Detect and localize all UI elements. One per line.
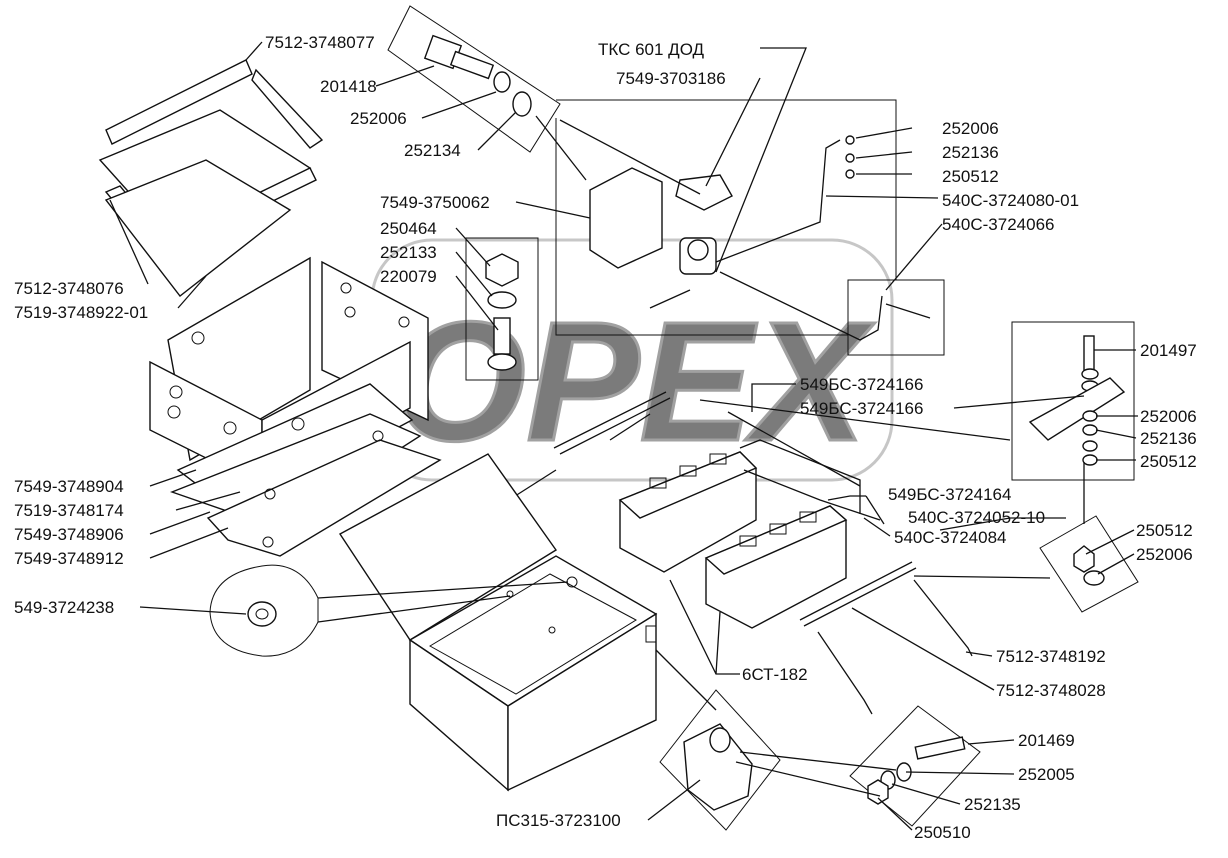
clamp-rods xyxy=(511,289,973,715)
label-252006-r3: 252006 xyxy=(1136,545,1193,564)
label-201497: 201497 xyxy=(1140,341,1197,360)
label-7512-3748028: 7512-3748028 xyxy=(996,681,1106,700)
label-549bc-3724166-b: 549БС-3724166 xyxy=(800,399,923,418)
label-250512-r1: 250512 xyxy=(942,167,999,186)
label-7549-3748906: 7549-3748906 xyxy=(14,525,124,544)
battery-tray xyxy=(149,256,442,557)
grommet-detail xyxy=(209,564,569,657)
label-7512-3748076: 7512-3748076 xyxy=(14,279,124,298)
watermark: OPEX xyxy=(370,238,894,482)
label-252006-top: 252006 xyxy=(350,109,407,128)
label-pc315-3723100: ПС315-3723100 xyxy=(496,811,621,830)
label-tks-601-dod: ТКС 601 ДОД xyxy=(598,40,705,59)
part-labels: 7512-3748077 201418 252006 252134 ТКС 60… xyxy=(14,33,1197,842)
label-252134: 252134 xyxy=(404,141,461,160)
label-540c-3724052-10: 540С-3724052-10 xyxy=(908,508,1045,527)
label-549bc-3724166-a: 549БС-3724166 xyxy=(800,375,923,394)
switch-assembly xyxy=(535,99,945,356)
label-252136-r1: 252136 xyxy=(942,143,999,162)
bolt-group-top xyxy=(387,5,561,153)
label-201469: 201469 xyxy=(1018,731,1075,750)
label-7549-3748904: 7549-3748904 xyxy=(14,477,124,496)
label-252133: 252133 xyxy=(380,243,437,262)
label-549bc-3724164: 549БС-3724164 xyxy=(888,485,1011,504)
label-252135: 252135 xyxy=(964,795,1021,814)
label-540c-3724084: 540С-3724084 xyxy=(894,528,1006,547)
label-250510: 250510 xyxy=(914,823,971,842)
label-7519-3748174: 7519-3748174 xyxy=(14,501,124,520)
rubber-pads xyxy=(98,59,324,297)
label-220079: 220079 xyxy=(380,267,437,286)
label-6ct-182: 6СТ-182 xyxy=(742,665,808,684)
label-7549-3750062: 7549-3750062 xyxy=(380,193,490,212)
battery-switch xyxy=(655,649,981,831)
label-252005: 252005 xyxy=(1018,765,1075,784)
label-7549-3748912: 7549-3748912 xyxy=(14,549,124,568)
label-250512-r3: 250512 xyxy=(1136,521,1193,540)
label-540c-3724066: 540С-3724066 xyxy=(942,215,1054,234)
label-7549-3703186: 7549-3703186 xyxy=(616,69,726,88)
label-540c-3724080-01: 540С-3724080-01 xyxy=(942,191,1079,210)
label-250464: 250464 xyxy=(380,219,437,238)
label-549-3724238: 549-3724238 xyxy=(14,598,114,617)
terminal-box xyxy=(1011,321,1135,481)
battery-box xyxy=(338,453,658,792)
leader-lines xyxy=(109,41,1138,831)
label-250512-r2: 250512 xyxy=(1140,452,1197,471)
label-7512-3748077: 7512-3748077 xyxy=(265,33,375,52)
label-7512-3748192: 7512-3748192 xyxy=(996,647,1106,666)
label-7519-3748922-01: 7519-3748922-01 xyxy=(14,303,148,322)
label-252136-r2: 252136 xyxy=(1140,429,1197,448)
batteries xyxy=(618,399,1011,629)
nut-bolt-box xyxy=(465,237,539,381)
watermark-text: OPEX xyxy=(394,287,875,477)
label-252006-r2: 252006 xyxy=(1140,407,1197,426)
label-252006-r1: 252006 xyxy=(942,119,999,138)
label-201418: 201418 xyxy=(320,77,377,96)
